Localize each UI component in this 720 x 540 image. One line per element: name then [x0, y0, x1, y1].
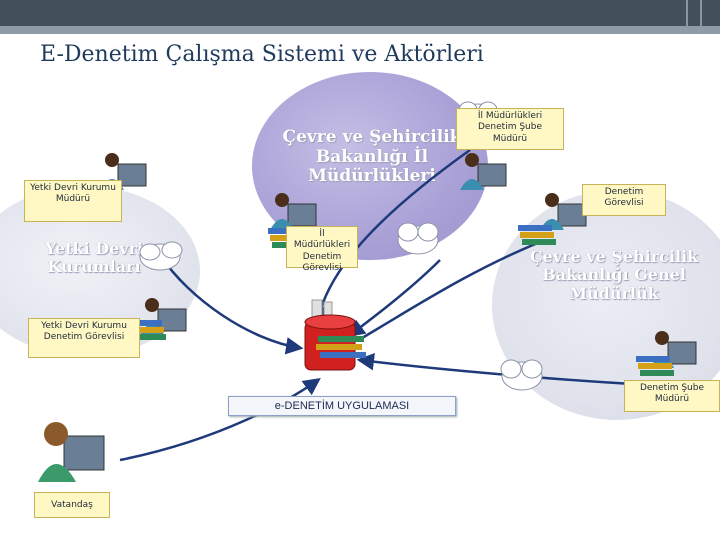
edge-yetki: [160, 255, 300, 348]
actor-label-yetki-devri-gorevlisi: Yetki Devri Kurumu Denetim Görevlisi: [28, 318, 140, 358]
person-icon: [540, 193, 586, 230]
actor-label-denetim-sube-muduru: Denetim Şube Müdürü: [624, 380, 720, 412]
actor-label-il-gorevlisi: İl Müdürlükleri Denetim Görevlisi: [286, 226, 358, 268]
actor-label-denetim-gorevlisi: Denetim Görevlisi: [582, 184, 666, 216]
e-denetim-application-box: e-DENETİM UYGULAMASI: [228, 396, 456, 416]
person-icon: [270, 193, 316, 230]
edge-vatandas: [120, 380, 318, 460]
cloud-icon: [140, 242, 182, 270]
actor-label-vatandas: Vatandaş: [34, 492, 110, 518]
actor-label-yetki-devri-muduru: Yetki Devri Kurumu Müdürü: [24, 180, 122, 222]
person-icon: [460, 153, 506, 190]
edge-gorevli: [350, 260, 440, 335]
person-icon: [650, 331, 696, 368]
cloud-icon: [398, 223, 438, 254]
edge-directorate: [362, 240, 545, 338]
citizen-icon: [38, 422, 104, 482]
actor-label-il-sube-muduru: İl Müdürlükleri Denetim Şube Müdürü: [456, 108, 564, 150]
database-icon: [305, 300, 366, 370]
cloud-icon: [501, 360, 542, 390]
document-stack-icon: [518, 225, 556, 245]
document-stack-icon: [636, 356, 674, 376]
